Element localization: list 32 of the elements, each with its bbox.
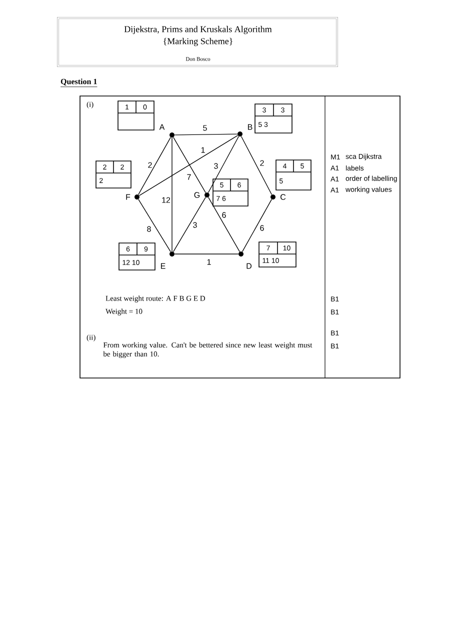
graph-edge — [138, 198, 171, 252]
node-label: E — [160, 263, 166, 269]
edge-label: 6 — [221, 212, 227, 218]
graph-edge — [242, 199, 272, 252]
node-label: C — [280, 194, 286, 200]
graph-edge — [208, 136, 240, 193]
node-label: F — [126, 194, 130, 200]
question-heading: Question 1 — [60, 78, 98, 88]
edge-label: 1 — [206, 258, 212, 266]
edge-label: 7 — [186, 174, 192, 180]
edge-label: 8 — [146, 226, 152, 232]
node-label: D — [246, 263, 252, 269]
edge-label: 3 — [192, 222, 198, 228]
graph-edge — [173, 196, 206, 252]
edge-label: 1 — [200, 146, 206, 154]
graph-edge — [240, 136, 272, 195]
edge-label: 12 — [161, 196, 171, 204]
graph-edge — [208, 197, 240, 252]
edge-label: 2 — [259, 160, 265, 166]
edge-label: 2 — [147, 162, 153, 168]
node-label: G — [194, 192, 200, 198]
graph-edge — [138, 135, 238, 196]
title: Dijekstra, Prims and Kruskals Algorithm — [124, 26, 272, 34]
graph-edge — [138, 137, 172, 195]
node-label: B — [248, 124, 252, 130]
subtitle: {Marking Scheme} — [164, 38, 232, 46]
edge-label: 6 — [259, 224, 265, 232]
graph-edge — [174, 134, 238, 136]
edge-label: 3 — [213, 162, 219, 170]
node-label: A — [159, 124, 165, 130]
edge-label: 5 — [202, 124, 208, 132]
graph-edge — [173, 136, 206, 194]
